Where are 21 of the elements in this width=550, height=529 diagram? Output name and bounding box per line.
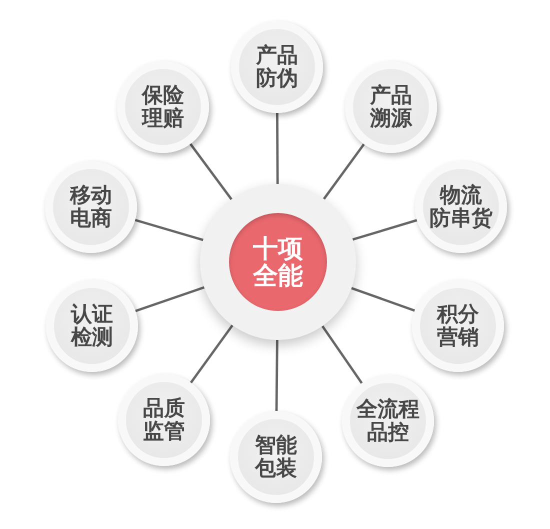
feature-label: 产品溯源 (368, 84, 414, 130)
connector-line (351, 286, 416, 312)
connector-line (276, 113, 279, 184)
feature-label: 产品防伪 (255, 44, 299, 90)
feature-label: 物流防串货 (430, 184, 492, 230)
connector-line (321, 325, 363, 384)
connector-line (190, 324, 234, 384)
connector-line (134, 218, 204, 242)
feature-label: 品质监管 (142, 397, 186, 443)
connector-line (135, 286, 205, 312)
connector-line (275, 340, 278, 412)
feature-label: 智能包装 (254, 434, 298, 480)
feature-label: 保险理赔 (140, 84, 185, 130)
feature-label: 移动电商 (68, 184, 113, 230)
connector-line (189, 143, 232, 200)
hub-label: 十项全能 (252, 235, 304, 289)
connector-line (322, 144, 365, 200)
feature-label: 认证检测 (70, 303, 114, 349)
feature-label: 积分营销 (436, 303, 480, 349)
feature-label: 全流程品控 (355, 398, 420, 444)
connector-line (352, 219, 418, 241)
